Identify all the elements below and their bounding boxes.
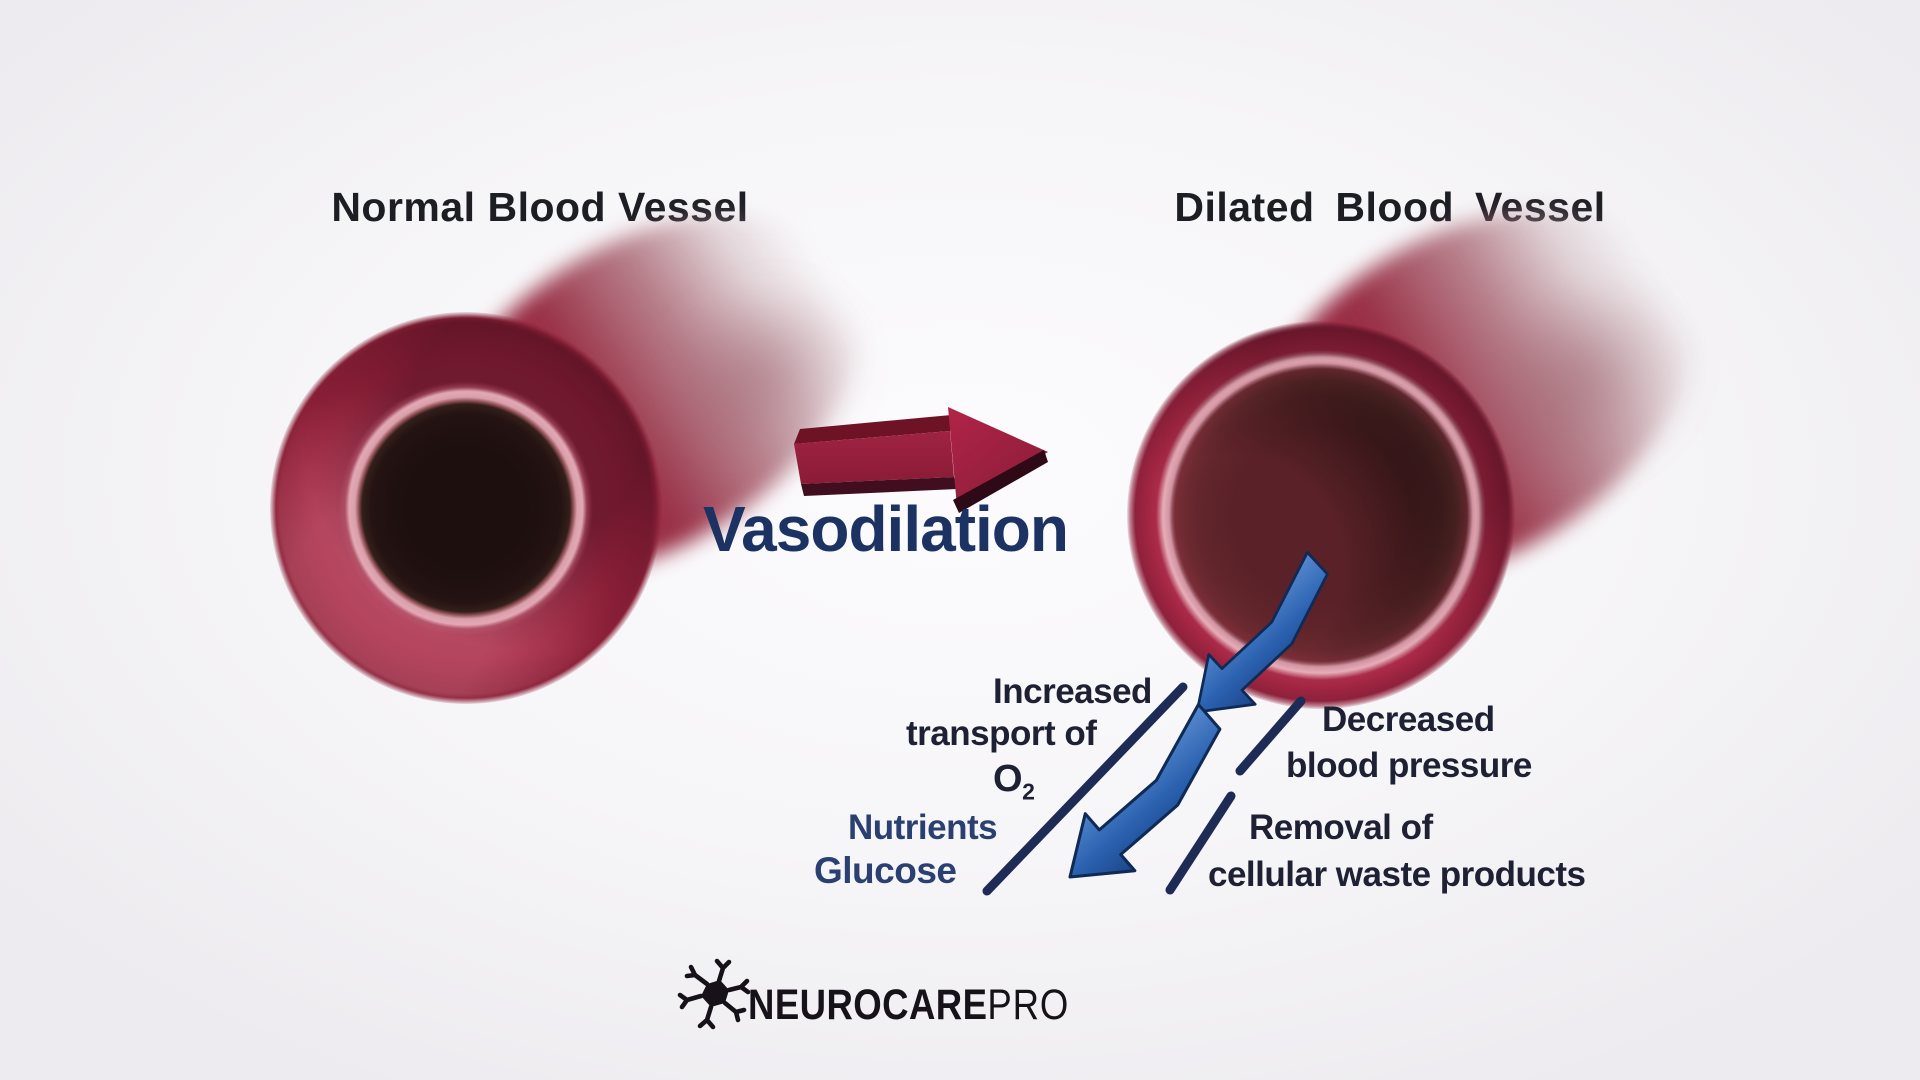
annotation-transport-of: transport of [906,714,1097,753]
brand-name: NEUROCAREPRO [748,984,1069,1027]
dilated-vessel-opening [1127,321,1515,709]
annotation-glucose: Glucose [814,850,957,891]
annotation-o2: O2 [993,758,1035,805]
flow-arrow-lower-icon [1068,702,1222,879]
slash-divider-right-icon [1165,791,1236,895]
annotation-decreased: Decreased [1322,700,1495,739]
slash-divider-left-icon [982,682,1188,896]
neuron-icon [677,958,751,1030]
annotation-cellular-waste: cellular waste products [1208,855,1586,894]
slash-divider-middle-icon [1235,696,1306,776]
annotation-blood-pressure: blood pressure [1286,746,1532,785]
annotation-increased: Increased [993,672,1152,711]
brand-name-bold: NEUROCARE [748,981,988,1029]
flow-arrow-upper-icon [1195,551,1329,714]
brand-name-light: PRO [987,981,1070,1029]
normal-vessel-opening [270,312,662,704]
vasodilation-arrow-icon [794,407,1048,513]
vasodilation-label: Vasodilation [703,493,1069,565]
annotation-nutrients: Nutrients [848,808,998,847]
annotation-removal-of: Removal of [1249,808,1433,847]
